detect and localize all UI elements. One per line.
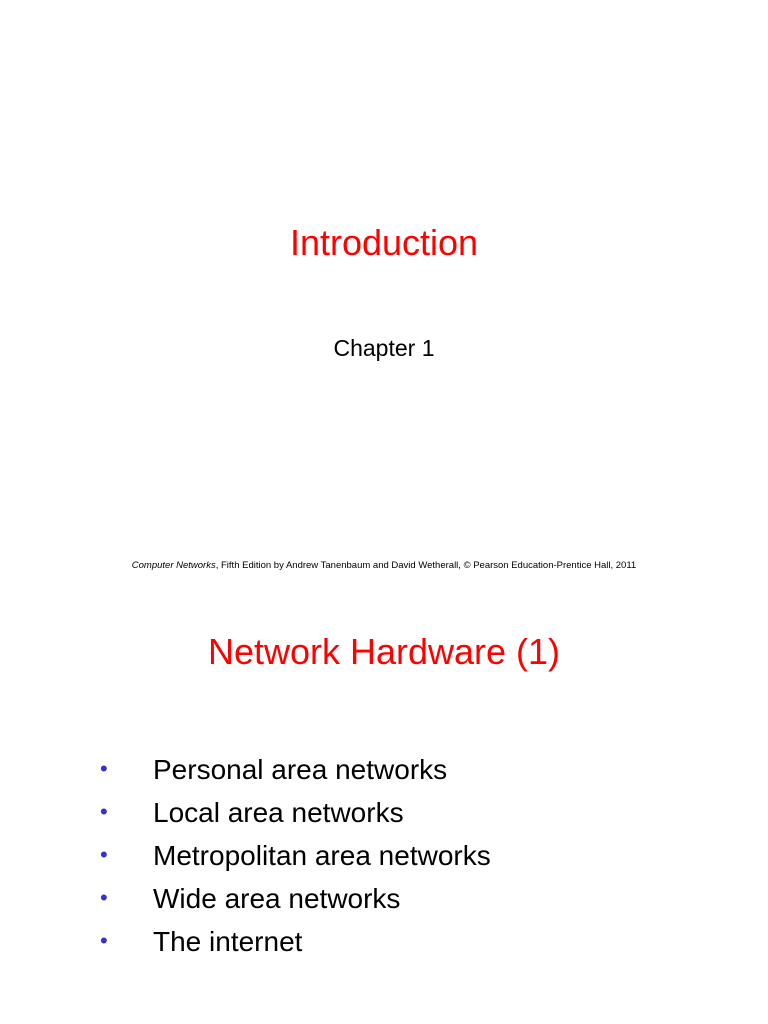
list-item: • Metropolitan area networks xyxy=(100,838,491,881)
bullet-icon: • xyxy=(100,799,108,824)
list-item: • The internet xyxy=(100,924,491,967)
bullet-icon: • xyxy=(100,885,108,910)
slide-title: Network Hardware (1) xyxy=(207,631,561,672)
slide-network-hardware: Network Hardware (1) • Personal area netw… xyxy=(0,590,768,1024)
list-item-text: Personal area networks xyxy=(153,754,448,785)
list-item-text: Metropolitan area networks xyxy=(153,840,491,871)
bullet-list: • Personal area networks • Local area netw… xyxy=(100,752,491,967)
bullet-icon: • xyxy=(100,756,108,781)
slide-title: Introduction xyxy=(289,222,479,263)
bullet-icon: • xyxy=(100,928,108,953)
copyright-credit: Computer Networks, Fifth Edition by Andr… xyxy=(0,560,768,572)
list-item: • Personal area networks xyxy=(100,752,491,795)
list-item-text: Local area networks xyxy=(153,797,404,828)
list-item-text: The internet xyxy=(153,926,303,957)
chapter-subtitle: Chapter 1 xyxy=(333,335,435,361)
list-item-text: Wide area networks xyxy=(153,883,401,914)
credit-text: , Fifth Edition by Andrew Tanenbaum and … xyxy=(215,560,637,571)
bullet-icon: • xyxy=(100,842,108,867)
book-title: Computer Networks xyxy=(131,560,216,571)
slide-introduction: Introduction Chapter 1 Computer Networks… xyxy=(0,222,768,572)
list-item: • Wide area networks xyxy=(100,881,491,924)
list-item: • Local area networks xyxy=(100,795,491,838)
